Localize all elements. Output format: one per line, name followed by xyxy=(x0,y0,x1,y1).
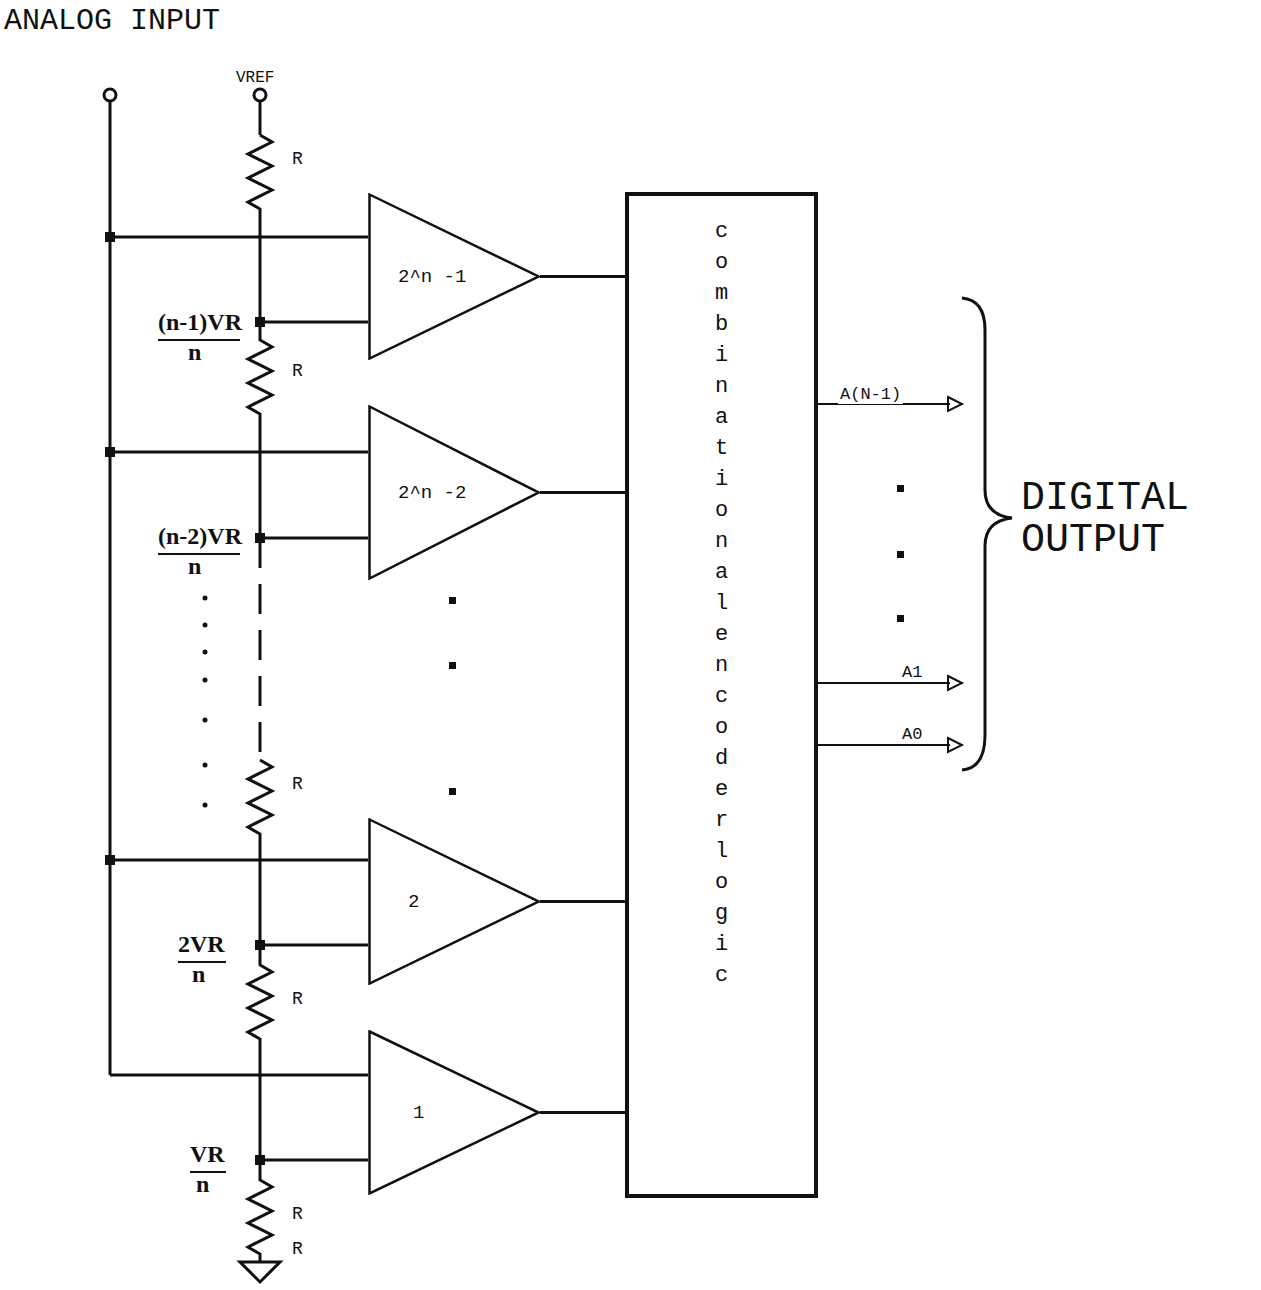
node-outline xyxy=(368,1030,540,1195)
node-outline xyxy=(368,818,540,985)
resistor-symbol xyxy=(248,760,272,945)
fraction-bars xyxy=(158,340,240,1172)
comparator-output-wire xyxy=(540,492,627,493)
ground-symbol xyxy=(240,1262,280,1282)
comparator-label: 1 xyxy=(413,1102,424,1124)
resistor-label: R xyxy=(292,775,303,794)
comparator-label: 2^n -2 xyxy=(398,482,466,504)
node-voltage: n xyxy=(196,1172,209,1197)
comparator-symbol: 2^n -2 xyxy=(368,405,540,580)
comparator-output-wire xyxy=(540,276,627,277)
node-voltage: (n-2)VR xyxy=(158,524,242,549)
output-title: DIGITAL OUTPUT xyxy=(1021,478,1257,562)
vref-terminal xyxy=(254,89,266,101)
resistor-label: R xyxy=(292,990,303,1009)
input-bus xyxy=(109,101,112,1075)
terminal-label: VREF xyxy=(236,70,274,87)
output-bit: A1 xyxy=(900,664,924,682)
output-bit: A(N-1) xyxy=(838,386,903,404)
resistor-symbol xyxy=(248,1160,272,1262)
node-voltage: n xyxy=(188,340,201,365)
terminal-label: ANALOG INPUT xyxy=(4,6,224,38)
encoder-label: combinational encoder logic xyxy=(711,216,733,991)
resistor-symbol xyxy=(248,135,272,322)
output-bit: A0 xyxy=(900,726,924,744)
input-terminal xyxy=(104,89,116,101)
ladder-continuation xyxy=(259,538,262,760)
resistor-symbol xyxy=(248,322,272,538)
comparator-output-wire xyxy=(540,901,627,902)
node-voltage: 2VR xyxy=(178,932,225,957)
node-voltage: (n-1)VR xyxy=(158,310,242,335)
resistor-label: R xyxy=(292,362,303,381)
node-voltage: VR xyxy=(190,1142,225,1167)
output-arrows xyxy=(818,397,962,752)
resistor-symbol xyxy=(248,945,272,1160)
comparator-symbol: 2 xyxy=(368,818,540,985)
comparator-symbol: 2^n -1 xyxy=(368,193,540,360)
comparator-label: 2^n -1 xyxy=(398,266,466,288)
node-voltage: n xyxy=(188,554,201,579)
output-brace xyxy=(962,298,1012,770)
comparator-output-wire xyxy=(540,1112,627,1113)
comparator-symbol: 1 xyxy=(368,1030,540,1195)
resistor-label: R xyxy=(292,1205,303,1224)
resistor-label: R xyxy=(292,1240,303,1259)
encoder-box: combinational encoder logic xyxy=(625,192,818,1198)
comparator-label: 2 xyxy=(408,891,419,913)
node-voltage: n xyxy=(192,962,205,987)
resistor-label: R xyxy=(292,150,303,169)
